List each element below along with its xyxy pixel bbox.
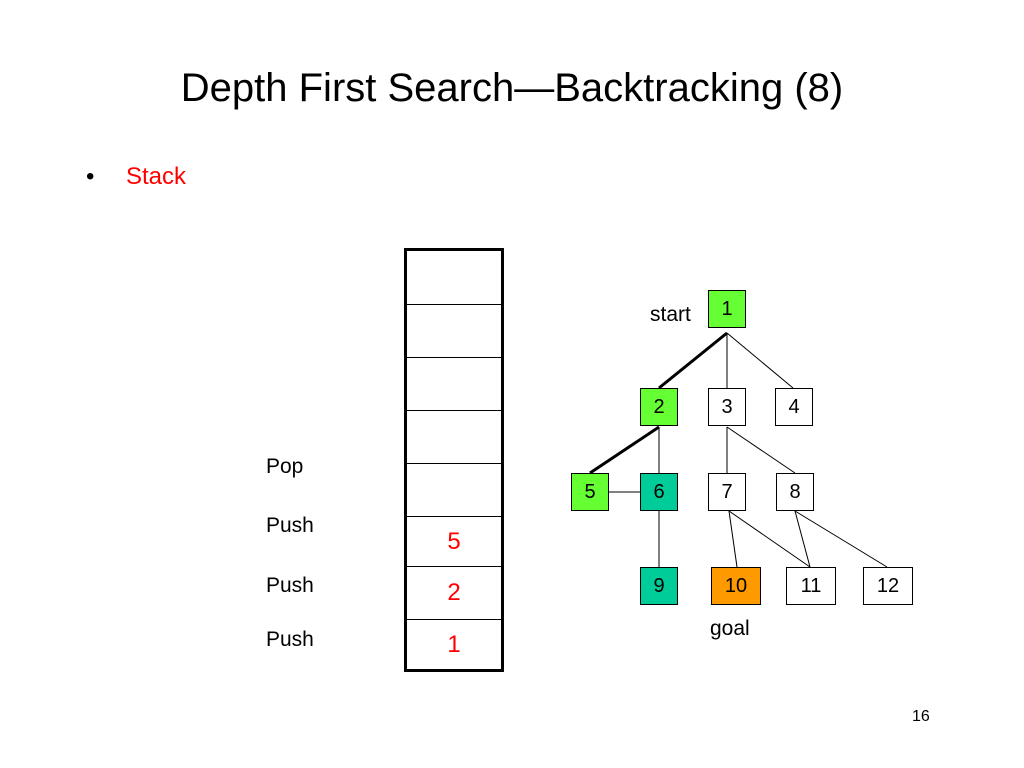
tree-node-9: 9 [640, 567, 678, 605]
edge-7-11 [728, 510, 811, 568]
stack-cell: 5 [407, 516, 501, 566]
edge-3-8 [726, 426, 796, 474]
start-label: start [650, 303, 691, 326]
stack-op-label: Push [266, 574, 314, 597]
tree-node-12: 12 [863, 567, 913, 605]
stack-cell: 2 [407, 566, 501, 619]
stack-box: 5 2 1 [404, 248, 504, 672]
edge-8-11 [794, 510, 811, 568]
tree-node-6: 6 [640, 473, 678, 511]
slide-title: Depth First Search—Backtracking (8) [180, 66, 844, 110]
stack-cell [407, 357, 501, 410]
edge-8-12 [794, 510, 888, 568]
tree-node-7: 7 [708, 473, 746, 511]
stack-cell [407, 410, 501, 463]
tree-node-2: 2 [640, 388, 678, 426]
edge-7-10 [728, 510, 738, 568]
stack-cell: 1 [407, 619, 501, 669]
bullet-item: • Stack [86, 160, 186, 194]
stack-cell [407, 304, 501, 357]
tree-node-11: 11 [786, 567, 836, 605]
stack-op-label: Push [266, 628, 314, 651]
tree-node-1: 1 [708, 290, 746, 328]
edge-2-5 [589, 425, 660, 475]
tree-node-5: 5 [571, 473, 609, 511]
bullet-marker: • [86, 163, 95, 190]
bullet-text: Stack [126, 163, 187, 190]
tree-node-10: 10 [711, 567, 761, 605]
edge-1-2 [658, 331, 728, 390]
tree-node-4: 4 [775, 388, 813, 426]
stack-op-label: Pop [266, 455, 304, 478]
stack-cell [407, 463, 501, 516]
stack-op-label: Push [266, 514, 314, 537]
goal-label: goal [710, 617, 750, 640]
page-number: 16 [912, 708, 930, 725]
edge-1-4 [726, 332, 794, 389]
tree-node-8: 8 [776, 473, 814, 511]
tree-node-3: 3 [708, 388, 746, 426]
